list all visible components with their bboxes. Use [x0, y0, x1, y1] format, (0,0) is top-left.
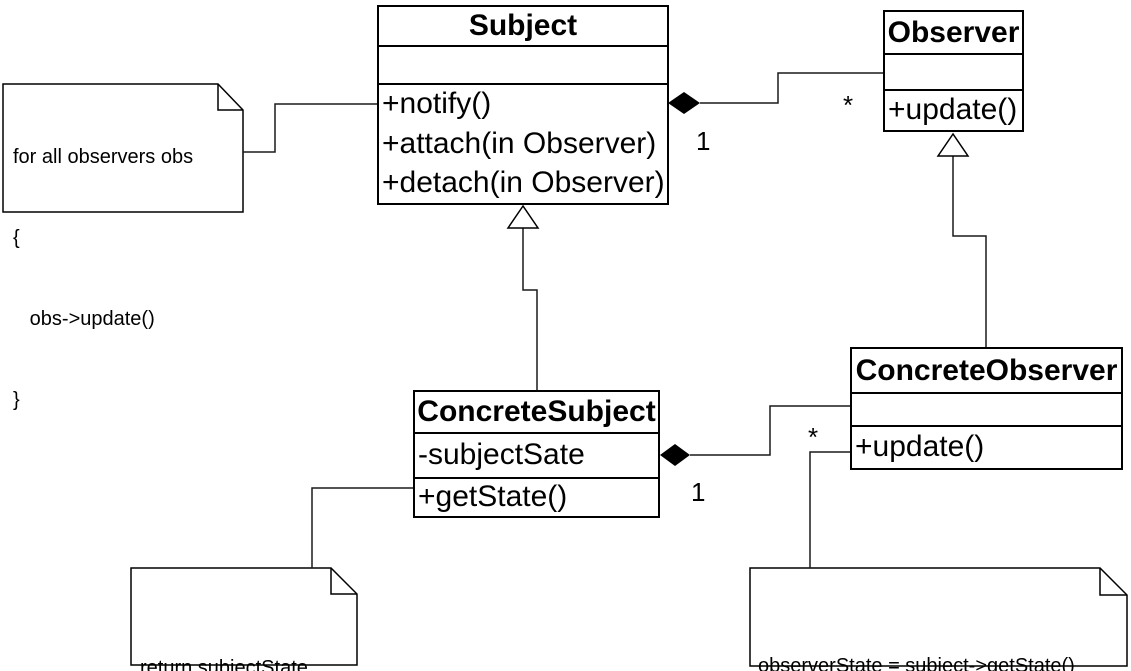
method-label: +detach(in Observer)	[382, 166, 665, 200]
composition-diamond-icon	[660, 444, 690, 466]
note-getstate-shape	[130, 567, 358, 666]
note-fold-icon	[330, 568, 357, 595]
class-concrete-observer-attributes	[852, 394, 1121, 427]
generalization-concreteobserver-line	[952, 156, 987, 347]
note-line: observerState = subject->getState()	[758, 655, 1075, 671]
composition-concrete-line	[690, 405, 850, 456]
note-anchor-notify-line	[243, 103, 377, 153]
method-label: +getState()	[418, 480, 568, 514]
multiplicity-concretesubject-end: 1	[691, 477, 706, 507]
generalization-concretesubject-line	[522, 228, 538, 390]
class-observer-title: Observer	[885, 12, 1022, 55]
class-concrete-observer-methods: +update()	[852, 427, 1121, 468]
note-line: return subjectState	[140, 657, 308, 671]
note-anchor-getstate-line	[311, 487, 413, 568]
note-fold-icon	[217, 84, 243, 111]
class-concrete-subject: ConcreteSubject -subjectSate +getState()	[413, 390, 660, 518]
class-observer-attributes	[885, 55, 1022, 91]
composition-subject-observer-line	[700, 72, 883, 104]
note-fold-icon	[1099, 568, 1127, 596]
method-label: +update()	[888, 93, 1018, 127]
method-label: +attach(in Observer)	[382, 126, 657, 160]
note-anchor-update-line	[809, 451, 850, 568]
method-label: +update()	[855, 430, 985, 464]
class-subject-attributes	[379, 47, 667, 85]
multiplicity-concreteobserver-end: *	[808, 422, 819, 452]
note-getstate-text: return subjectState	[140, 601, 308, 671]
note-update-shape	[749, 567, 1128, 667]
class-concrete-subject-attributes: -subjectSate	[415, 434, 658, 479]
generalization-triangle-icon	[936, 132, 970, 157]
class-subject-title: Subject	[379, 7, 667, 47]
note-line: obs->update()	[13, 308, 155, 330]
class-observer-methods: +update()	[885, 91, 1022, 130]
class-subject: Subject +notify() +attach(in Observer) +…	[377, 5, 669, 205]
note-notify-text: for all observers obs { obs->update() }	[13, 90, 193, 468]
note-update-text: observerState = subject->getState()	[758, 599, 1075, 671]
attribute-label: -subjectSate	[418, 438, 585, 472]
note-line: }	[13, 389, 20, 411]
composition-diamond-icon	[668, 92, 700, 114]
generalization-triangle-icon	[506, 204, 540, 229]
class-concrete-observer: ConcreteObserver +update()	[850, 347, 1123, 470]
multiplicity-subject-end: 1	[696, 126, 711, 156]
class-concrete-subject-methods: +getState()	[415, 479, 658, 516]
class-concrete-observer-title: ConcreteObserver	[852, 349, 1121, 394]
note-line: for all observers obs	[13, 146, 194, 168]
method-label: +notify()	[382, 87, 492, 121]
note-line: {	[13, 227, 20, 249]
class-concrete-subject-title: ConcreteSubject	[415, 392, 658, 434]
multiplicity-observer-end: *	[843, 90, 854, 120]
class-observer: Observer +update()	[883, 10, 1024, 132]
note-notify-shape	[2, 83, 244, 213]
class-subject-methods: +notify() +attach(in Observer) +detach(i…	[379, 85, 667, 203]
